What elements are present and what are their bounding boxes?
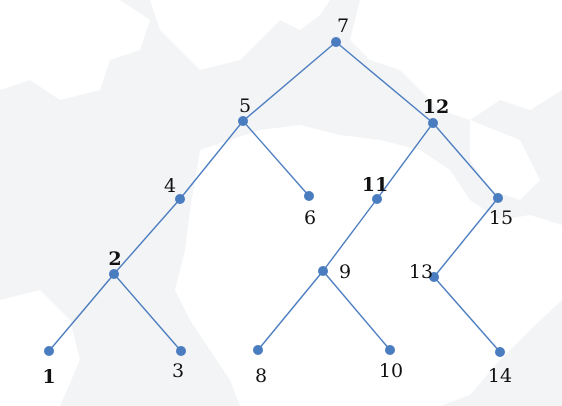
tree-nodes <box>44 37 505 357</box>
node-label-11: 11 <box>362 174 388 196</box>
edge-5-4 <box>179 120 244 200</box>
node-label-13: 13 <box>409 261 433 283</box>
edge-9-8 <box>257 270 324 351</box>
node-15 <box>493 193 503 203</box>
edge-11-9 <box>322 198 378 272</box>
node-label-9: 9 <box>339 261 351 283</box>
edge-12-11 <box>376 122 434 200</box>
node-label-8: 8 <box>255 365 267 387</box>
node-label-5: 5 <box>239 95 251 117</box>
edge-13-14 <box>433 276 501 353</box>
node-label-12: 12 <box>423 96 449 118</box>
node-label-6: 6 <box>304 207 316 229</box>
node-5 <box>238 116 248 126</box>
node-label-15: 15 <box>489 207 513 229</box>
edge-15-13 <box>433 197 499 278</box>
edge-7-5 <box>242 41 337 122</box>
node-11 <box>372 194 382 204</box>
node-label-14: 14 <box>488 365 512 387</box>
node-label-4: 4 <box>164 175 176 197</box>
edge-9-10 <box>322 270 391 351</box>
node-13 <box>429 272 439 282</box>
node-label-3: 3 <box>172 360 184 382</box>
node-4 <box>175 194 185 204</box>
node-10 <box>385 345 395 355</box>
edge-4-2 <box>113 198 181 275</box>
edge-5-6 <box>242 120 310 197</box>
node-1 <box>44 346 54 356</box>
node-9 <box>318 266 328 276</box>
edge-12-15 <box>432 122 499 199</box>
tree-edges <box>48 41 501 353</box>
node-label-10: 10 <box>379 360 403 382</box>
edge-2-1 <box>48 273 115 352</box>
node-12 <box>428 118 438 128</box>
node-6 <box>304 191 314 201</box>
node-label-7: 7 <box>337 15 349 37</box>
edge-7-12 <box>335 41 434 124</box>
node-8 <box>253 345 263 355</box>
node-14 <box>495 347 505 357</box>
node-label-2: 2 <box>108 248 121 270</box>
node-7 <box>331 37 341 47</box>
edge-2-3 <box>113 273 182 352</box>
node-2 <box>109 269 119 279</box>
node-label-1: 1 <box>42 366 55 388</box>
node-3 <box>176 346 186 356</box>
